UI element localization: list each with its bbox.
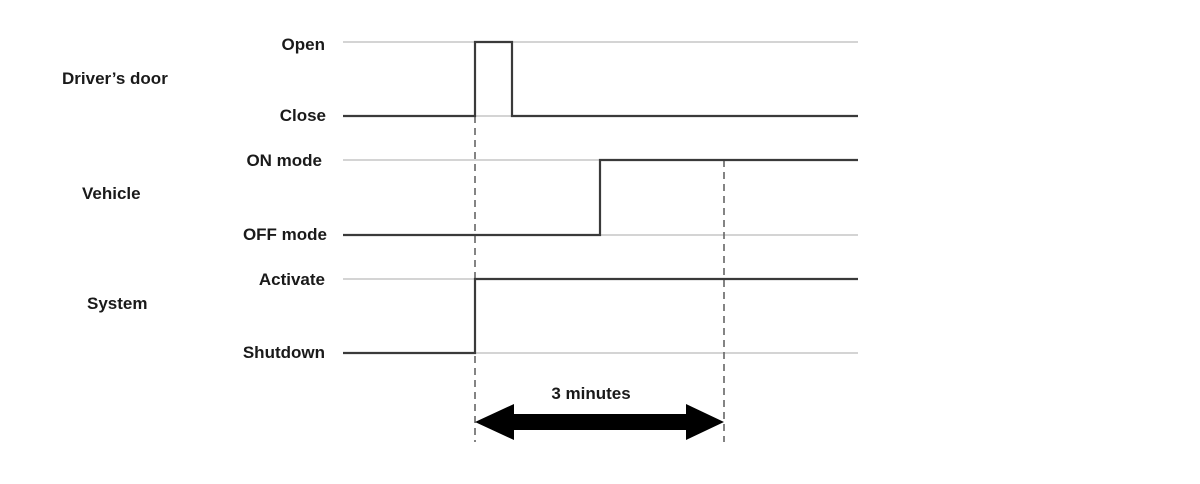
signal-name-drivers-door: Driver’s door (62, 69, 168, 88)
state-label-close: Close (280, 106, 326, 125)
state-label-off-mode: OFF mode (243, 225, 327, 244)
waveform-vehicle (343, 158, 858, 237)
duration-label: 3 minutes (551, 384, 630, 403)
state-label-on-mode: ON mode (246, 151, 322, 170)
waveform-drivers-door (343, 40, 858, 118)
state-label-open: Open (282, 35, 325, 54)
duration-double-arrow (475, 404, 724, 440)
state-label-activate: Activate (259, 270, 325, 289)
signal-name-vehicle: Vehicle (82, 184, 141, 203)
state-label-shutdown: Shutdown (243, 343, 325, 362)
waveform-system (343, 277, 858, 355)
signal-name-system: System (87, 294, 147, 313)
